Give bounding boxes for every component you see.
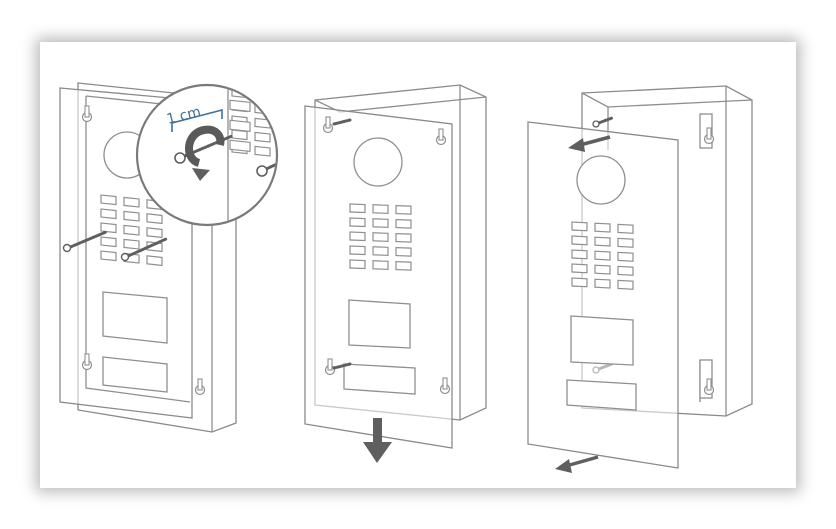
screw-icon [62, 230, 108, 253]
step-3-remove-cover [527, 85, 753, 473]
magnifier-icon [135, 83, 279, 227]
step-1-fix-screws: 1 cm [59, 82, 279, 433]
nameplate [566, 379, 637, 411]
nameplate [102, 356, 168, 393]
screw-icon [120, 237, 168, 262]
camera-lens [353, 137, 403, 187]
nameplate [343, 363, 416, 395]
arrow-down-icon [363, 418, 392, 463]
diagram-card: 1 cm [40, 42, 796, 488]
arrow-out-icon [555, 455, 599, 473]
rotate-arrow-icon [185, 125, 225, 181]
display [102, 291, 168, 344]
arrow-out-icon [568, 135, 611, 152]
front-plate [527, 121, 679, 469]
display [570, 315, 634, 366]
installation-diagram: 1 cm [59, 82, 753, 473]
display [348, 299, 411, 349]
step-2-pull-down-cover [304, 84, 487, 463]
camera-lens [576, 155, 626, 205]
front-plate [304, 105, 453, 449]
